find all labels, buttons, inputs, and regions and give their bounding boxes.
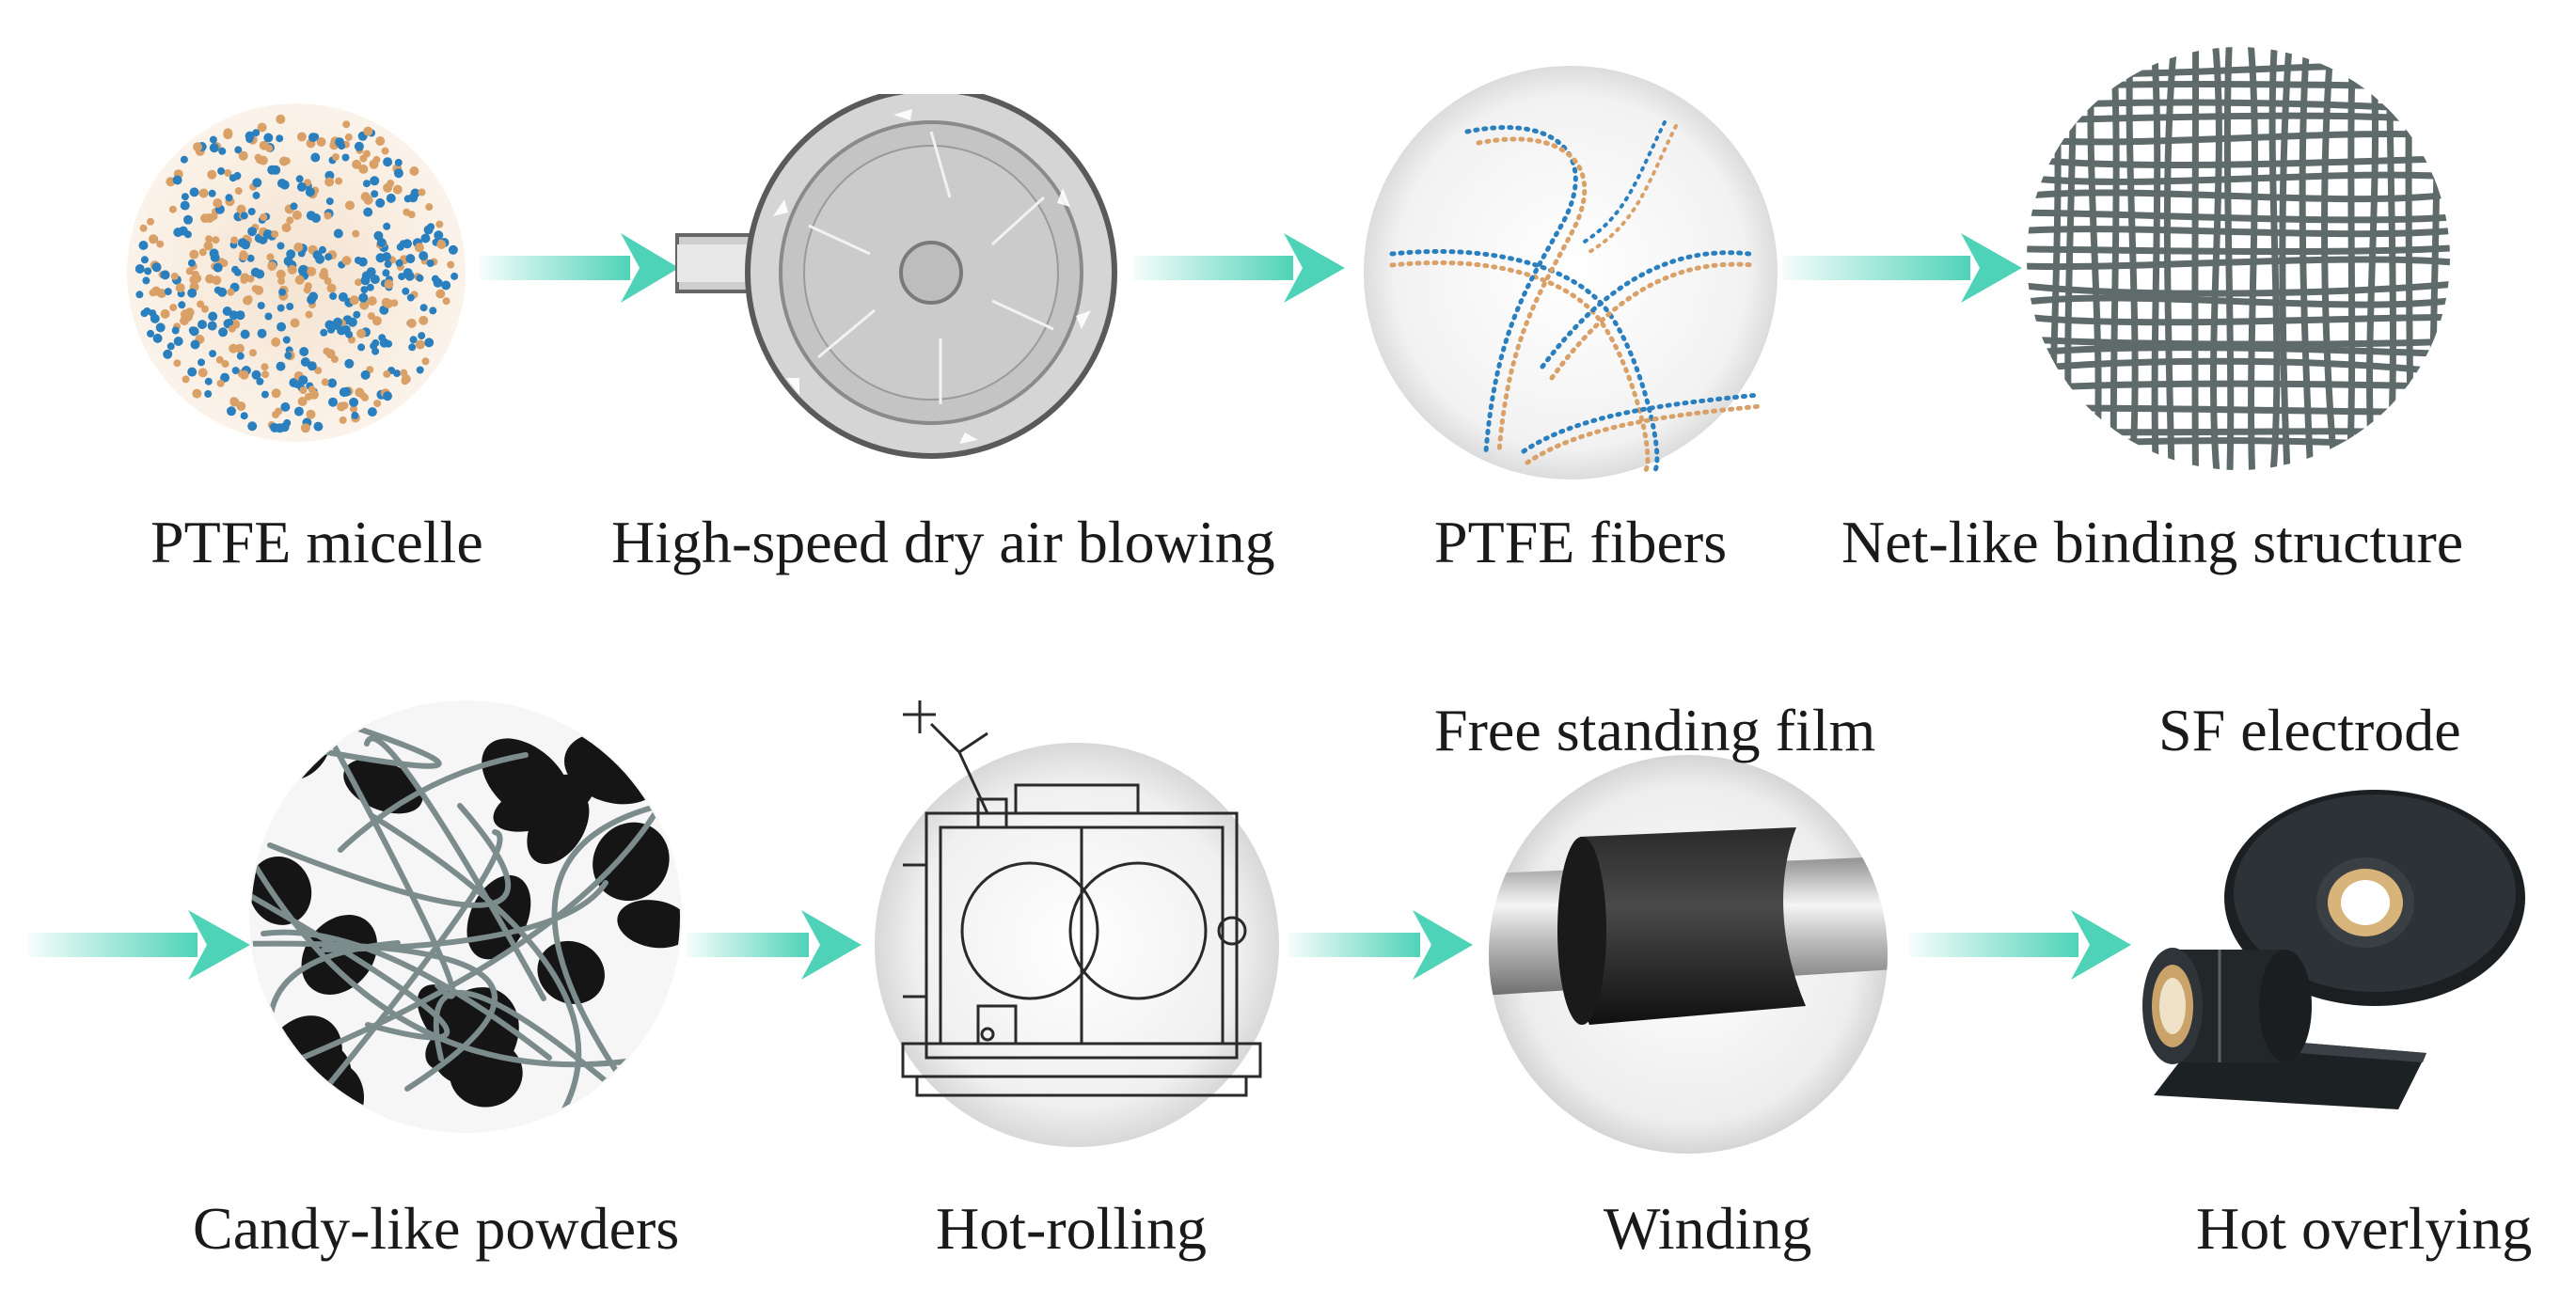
step-label-hot-rolling: Hot-rolling [936, 1195, 1207, 1262]
step-label-net-structure: Net-like binding structure [1841, 509, 2464, 575]
flow-arrow-4 [28, 910, 250, 980]
ptfe-fibers-icon [1364, 66, 1778, 479]
air-blower-icon [675, 94, 1117, 459]
step-label-candy-powders: Candy-like powders [193, 1195, 680, 1262]
net-structure-icon [2027, 47, 2450, 470]
step-label-air-blowing: High-speed dry air blowing [611, 509, 1275, 575]
winding-film-icon [1489, 755, 1888, 1154]
flow-arrow-6 [1288, 910, 1473, 980]
candy-powder-icon [249, 700, 682, 1133]
flow-arrow-7 [1909, 910, 2131, 980]
flow-arrow-1 [480, 233, 679, 303]
step-label-hot-overlying: Hot overlying [2196, 1195, 2533, 1262]
electrode-roll-icon [2142, 790, 2525, 1109]
flow-arrow-5 [687, 910, 861, 980]
step-label-winding: Winding [1604, 1195, 1812, 1262]
hot-rolling-machine-icon [875, 700, 1279, 1147]
step-label-free-standing-film: Free standing film [1434, 697, 1876, 763]
step-label-ptfe-fibers: PTFE fibers [1434, 509, 1728, 575]
step-label-ptfe-micelle: PTFE micelle [150, 509, 483, 575]
flow-arrow-2 [1133, 233, 1345, 303]
ptfe-micelle-icon [127, 103, 466, 442]
step-label-sf-electrode: SF electrode [2158, 697, 2461, 763]
flow-arrow-3 [1782, 233, 2022, 303]
